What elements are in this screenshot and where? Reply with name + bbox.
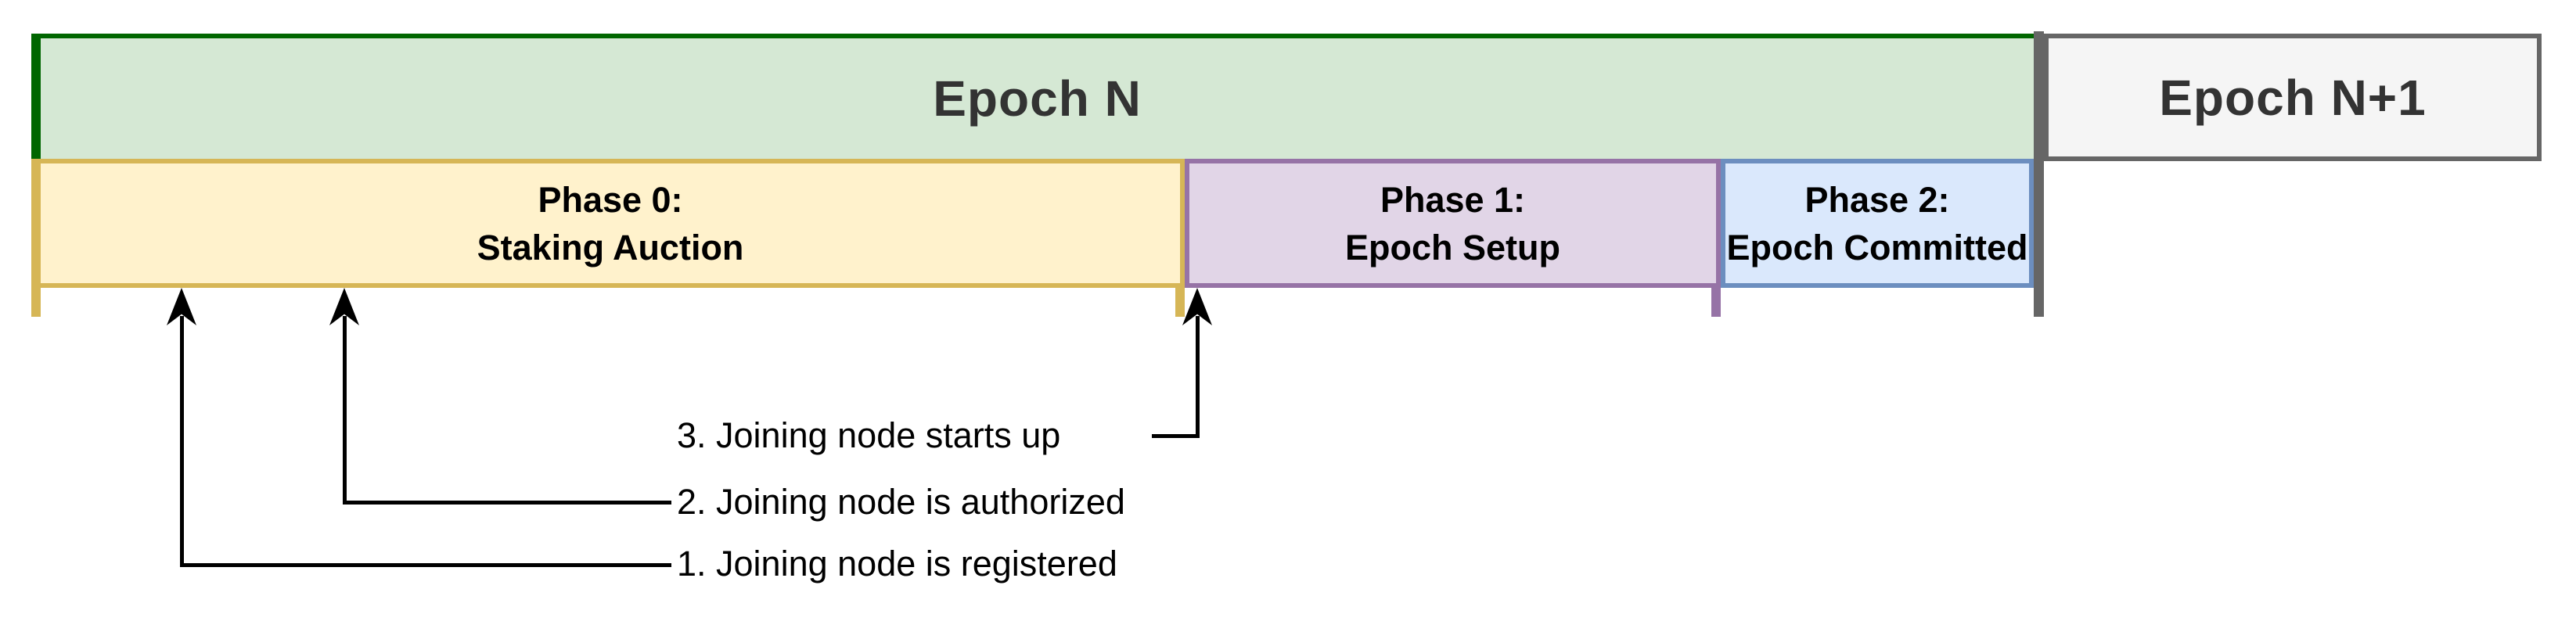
phase-2-line2: Epoch Committed [1726,227,2028,268]
arrow-2-stem [343,316,347,505]
arrow-1-stem [180,316,184,567]
phase-1-label: Phase 1: Epoch Setup [1345,176,1560,271]
phase-2-label: Phase 2: Epoch Committed [1726,176,2027,271]
annotation-step-2: 2. Joining node is authorized [677,482,1125,522]
arrow-3-stem [1196,316,1200,438]
arrow-2-connector-line [343,501,671,505]
phase-0-line2: Staking Auction [477,227,744,268]
phase-0-line1: Phase 0: [538,179,683,220]
phase-0-right-border-extension [1175,286,1185,317]
phase-1-box: Phase 1: Epoch Setup [1185,159,1721,288]
annotation-step-1: 1. Joining node is registered [677,544,1117,584]
epoch-n-band: Epoch N [31,34,2034,159]
phase-1-line1: Phase 1: [1380,179,1526,220]
arrow-3-connector-line [1152,434,1200,438]
phase-1-right-border-extension [1711,286,1721,317]
phase-2-box: Phase 2: Epoch Committed [1721,159,2034,288]
epoch-boundary-divider [2034,31,2044,317]
arrow-1-connector-line [180,563,671,567]
phase-0-label: Phase 0: Staking Auction [477,176,744,271]
epoch-n1-box: Epoch N+1 [2044,34,2542,161]
phase-1-line2: Epoch Setup [1344,227,1560,268]
epoch-n-title: Epoch N [933,70,1142,127]
phase-0-left-border-extension [31,286,41,317]
epoch-n1-title: Epoch N+1 [2159,69,2427,126]
phase-2-line1: Phase 2: [1804,179,1950,220]
phase-0-box: Phase 0: Staking Auction [31,159,1185,288]
annotation-step-3: 3. Joining node starts up [677,415,1061,455]
